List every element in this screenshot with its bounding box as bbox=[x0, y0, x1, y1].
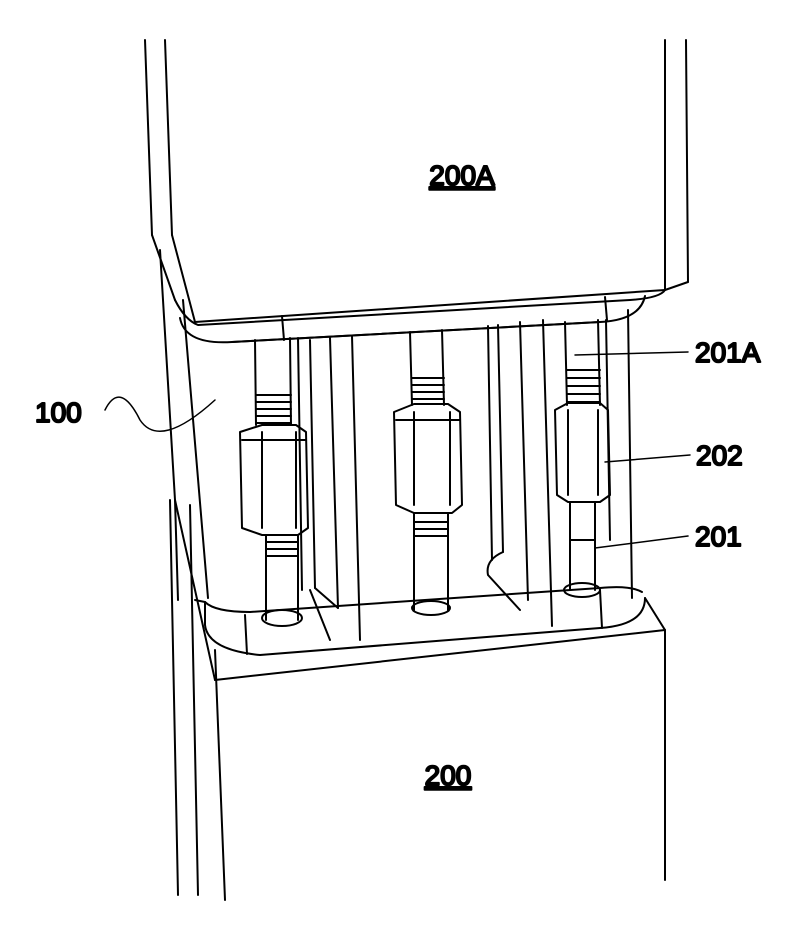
leader-100 bbox=[104, 396, 216, 432]
label-lower-column: 200 bbox=[425, 760, 472, 791]
leader-201A bbox=[574, 351, 689, 356]
label-upper-rod: 201A bbox=[695, 337, 761, 368]
connector-100 bbox=[159, 249, 633, 601]
leader-lines bbox=[104, 351, 691, 549]
upper-plate bbox=[174, 289, 666, 344]
right-rod bbox=[554, 319, 611, 598]
lower-column-200 bbox=[169, 499, 666, 901]
upper-column-200A bbox=[144, 39, 689, 323]
label-connector: 100 bbox=[35, 397, 82, 428]
label-coupler-nut: 202 bbox=[696, 440, 743, 471]
lower-plate bbox=[194, 586, 646, 656]
stiffener-plates bbox=[297, 319, 553, 641]
leader-202 bbox=[604, 454, 691, 463]
label-lower-rod: 201 bbox=[695, 521, 742, 552]
left-rod bbox=[239, 337, 309, 627]
label-upper-column: 200A bbox=[429, 160, 495, 191]
leader-201 bbox=[594, 535, 689, 549]
middle-rod bbox=[393, 329, 463, 616]
